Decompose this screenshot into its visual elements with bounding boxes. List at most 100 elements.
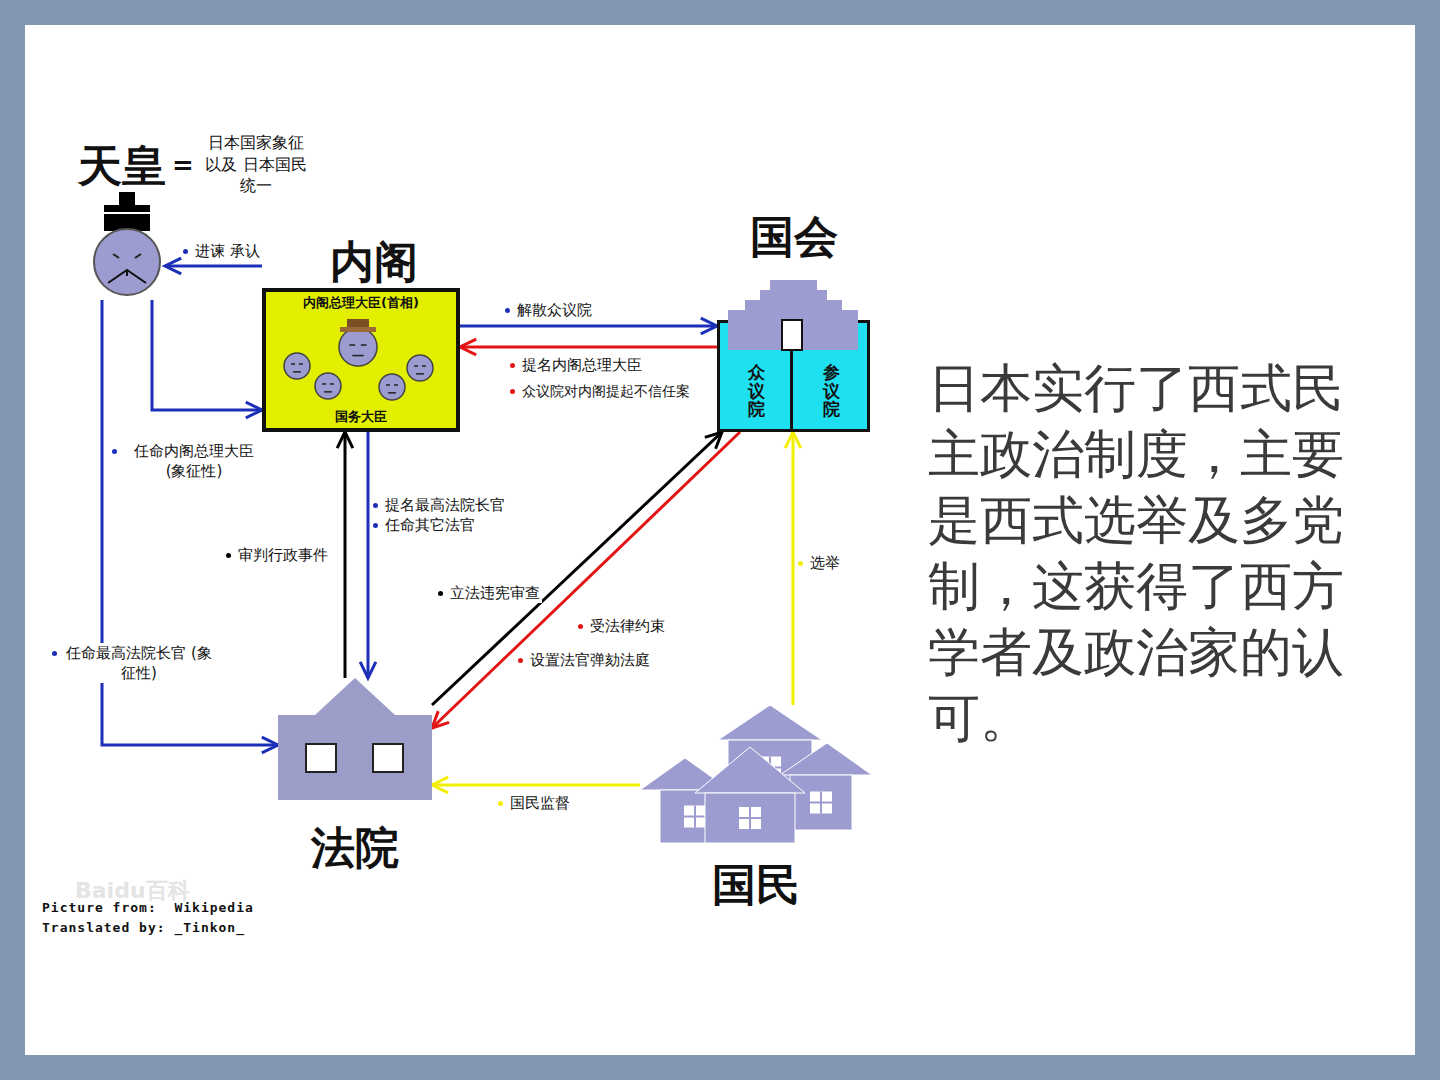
emperor-face	[94, 229, 160, 295]
cabinet-box: 内阁内阁总理大臣(首相) 国务大臣	[262, 232, 460, 432]
bullet-dot	[373, 503, 378, 508]
node-heading: 法院	[278, 818, 432, 877]
node-heading: 天皇	[78, 136, 166, 195]
arrowhead	[262, 737, 278, 753]
court-body	[278, 678, 432, 800]
edge-label: 进谏 承认	[193, 241, 262, 261]
edge-label: 提名最高法院长官	[383, 495, 507, 515]
eye	[135, 254, 141, 258]
house-of-representatives: 众议院	[720, 351, 793, 429]
connector-line	[152, 300, 262, 410]
mustache	[126, 270, 128, 276]
label-wrap: 提名内阁总理大臣	[510, 355, 644, 375]
minister-face	[284, 353, 310, 379]
bullet-dot	[505, 308, 510, 313]
house-roof	[780, 743, 872, 775]
window-frame	[684, 806, 706, 828]
court-building: 法院	[278, 678, 432, 870]
mouth	[352, 355, 363, 357]
eye	[322, 383, 326, 385]
eye	[414, 365, 418, 367]
node-heading: 国会	[717, 207, 870, 266]
arrowhead	[360, 662, 376, 678]
hat-top	[119, 192, 135, 205]
label-wrap: 选举	[798, 553, 842, 573]
arrowhead	[165, 258, 181, 274]
emperor-illustration	[90, 190, 165, 300]
note-label: 任命其它法官	[383, 515, 477, 535]
minister-face	[315, 373, 341, 399]
edge-label: 任命内阁总理大臣 (象征性)	[122, 441, 266, 481]
minister-face	[339, 328, 377, 366]
pm-hat-brim	[340, 327, 376, 332]
bullet-dot	[226, 553, 231, 558]
eye	[361, 344, 367, 346]
label-wrap: 立法违宪审查	[438, 583, 542, 603]
mouth	[416, 373, 424, 375]
arrowhead	[337, 432, 353, 448]
door	[782, 320, 802, 350]
connector-line	[367, 432, 370, 678]
label-wrap: 任命最高法院长官 (象征性)	[52, 643, 216, 683]
connector-line	[344, 432, 347, 678]
edge-label: 选举	[808, 553, 842, 573]
window	[373, 744, 403, 772]
minister-face	[407, 355, 433, 381]
bullet-dot	[578, 624, 583, 629]
watermark: Baidu百科	[75, 876, 190, 906]
connector-line	[432, 784, 640, 787]
bullet-dot	[798, 561, 803, 566]
window	[810, 792, 832, 814]
house-body	[705, 793, 795, 843]
house-roof	[695, 747, 805, 793]
eye	[422, 365, 426, 367]
house-roof	[718, 705, 822, 740]
mouth	[293, 371, 301, 373]
connector-line	[460, 346, 717, 349]
emperor-figure: 天皇=日本国家象征 以及 日本国民统一	[90, 190, 165, 300]
window-frame	[810, 792, 832, 814]
connector-line	[432, 432, 740, 728]
bullet-dot	[112, 449, 117, 454]
eye	[291, 363, 295, 365]
window-frame	[739, 807, 761, 829]
eye	[299, 363, 303, 365]
node-heading: 内阁	[330, 232, 418, 291]
pm-hat	[347, 319, 369, 328]
arrowhead	[701, 318, 717, 334]
label-wrap: 解散众议院	[505, 300, 594, 320]
vertical-chamber-name: 参议院	[823, 363, 840, 419]
bullet-dot	[498, 801, 503, 806]
edge-label: 国民监督	[508, 793, 572, 813]
arrowhead	[785, 432, 801, 448]
node-text: 国务大臣	[262, 408, 460, 426]
node-text: 内阁总理大臣(首相)	[262, 294, 460, 312]
mustache	[108, 270, 146, 283]
arrowhead	[460, 339, 476, 355]
bullet-dot	[438, 591, 443, 596]
label-wrap: 提名最高法院长官	[373, 495, 507, 515]
bullet-dot	[510, 363, 515, 368]
bullet-dot	[183, 249, 188, 254]
hat-brim	[104, 205, 150, 212]
edge-label: 审判行政事件	[236, 545, 330, 565]
arrowhead	[246, 402, 262, 418]
connector-line	[460, 325, 717, 328]
summary-paragraph: 日本实行了西式民主政治制度，主要是西式选举及多党制，这获得了西方学者及政治家的认…	[928, 355, 1380, 751]
eye	[330, 383, 334, 385]
label-wrap: 任命其它法官	[373, 515, 477, 535]
eye	[113, 254, 119, 258]
window	[306, 744, 336, 772]
label-wrap: 审判行政事件	[226, 545, 330, 565]
connector-line	[432, 432, 722, 705]
edge-label: 解散众议院	[515, 300, 594, 320]
bullet-dot	[373, 523, 378, 528]
edge-label: 受法律约束	[588, 616, 667, 636]
edge-label: 立法违宪审查	[448, 583, 542, 603]
edge-label: 任命最高法院长官 (象征性)	[62, 643, 216, 683]
mouth	[388, 392, 396, 394]
connector-line	[165, 265, 262, 268]
connector-line	[792, 432, 795, 705]
node-heading: 国民	[640, 855, 872, 914]
label-wrap: 众议院对内阁提起不信任案	[510, 381, 692, 401]
